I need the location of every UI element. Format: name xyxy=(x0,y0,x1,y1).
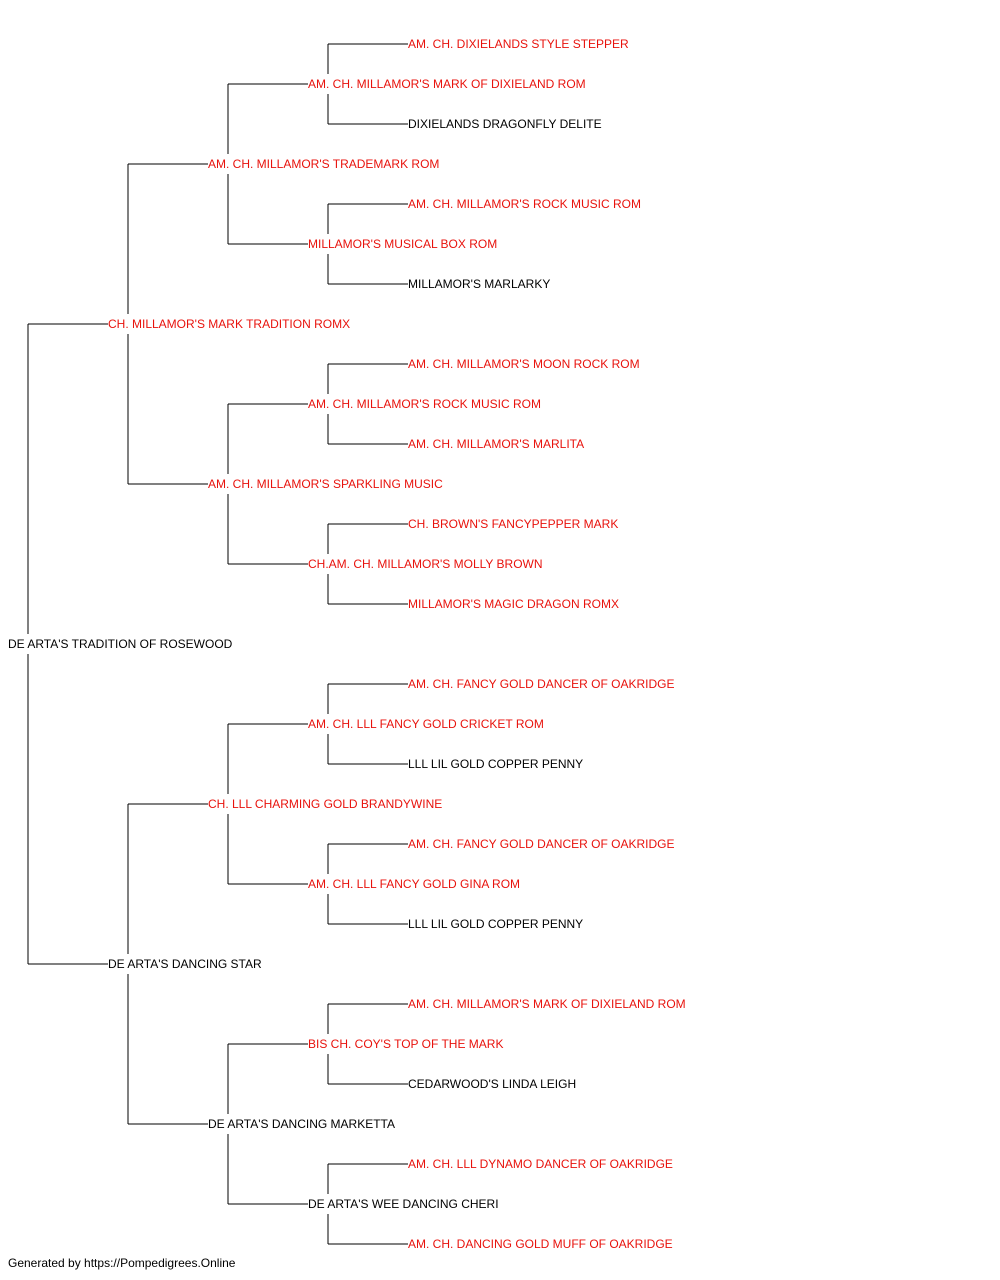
dog-name-pedigree-sire-dam-sire-dam: AM. CH. MILLAMOR'S MARLITA xyxy=(408,437,584,451)
dog-name-pedigree-sire-sire-sire-sire: AM. CH. DIXIELANDS STYLE STEPPER xyxy=(408,37,629,51)
dog-name-pedigree-dam-dam-dam-dam: AM. CH. DANCING GOLD MUFF OF OAKRIDGE xyxy=(408,1237,673,1251)
dog-name-pedigree-dam-dam-dam-sire: AM. CH. LLL DYNAMO DANCER OF OAKRIDGE xyxy=(408,1157,673,1171)
dog-name-pedigree-sire-sire-dam: MILLAMOR'S MUSICAL BOX ROM xyxy=(308,237,497,251)
dog-name-pedigree-dam-sire-dam-dam: LLL LIL GOLD COPPER PENNY xyxy=(408,917,583,931)
dog-name-pedigree-sire-sire: AM. CH. MILLAMOR'S TRADEMARK ROM xyxy=(208,157,439,171)
dog-names: DE ARTA'S TRADITION OF ROSEWOOD CH. MILLA… xyxy=(8,37,686,1251)
dog-name-pedigree-dam-sire: CH. LLL CHARMING GOLD BRANDYWINE xyxy=(208,797,442,811)
dog-name-pedigree-sire-sire-dam-sire: AM. CH. MILLAMOR'S ROCK MUSIC ROM xyxy=(408,197,641,211)
dog-name-pedigree-dam-dam: DE ARTA'S DANCING MARKETTA xyxy=(208,1117,395,1131)
dog-name-pedigree-dam-dam-dam: DE ARTA'S WEE DANCING CHERI xyxy=(308,1197,499,1211)
dog-name-pedigree: DE ARTA'S TRADITION OF ROSEWOOD xyxy=(8,637,233,651)
dog-name-pedigree-sire-sire-sire: AM. CH. MILLAMOR'S MARK OF DIXIELAND ROM xyxy=(308,77,586,91)
dog-name-pedigree-sire-dam: AM. CH. MILLAMOR'S SPARKLING MUSIC xyxy=(208,477,443,491)
connector-lines xyxy=(27,43,408,1245)
dog-name-pedigree-sire: CH. MILLAMOR'S MARK TRADITION ROMX xyxy=(108,317,350,331)
generated-by-credit: Generated by https://Pompedigrees.Online xyxy=(8,1256,236,1270)
dog-name-pedigree-dam-dam-sire: BIS CH. COY'S TOP OF THE MARK xyxy=(308,1037,503,1051)
dog-name-pedigree-sire-dam-sire: AM. CH. MILLAMOR'S ROCK MUSIC ROM xyxy=(308,397,541,411)
dog-name-pedigree-sire-dam-sire-sire: AM. CH. MILLAMOR'S MOON ROCK ROM xyxy=(408,357,640,371)
dog-name-pedigree-dam-sire-dam-sire: AM. CH. FANCY GOLD DANCER OF OAKRIDGE xyxy=(408,837,674,851)
dog-name-pedigree-dam-sire-sire-sire: AM. CH. FANCY GOLD DANCER OF OAKRIDGE xyxy=(408,677,674,691)
dog-name-pedigree-sire-dam-dam: CH.AM. CH. MILLAMOR'S MOLLY BROWN xyxy=(308,557,543,571)
dog-name-pedigree-dam-dam-sire-dam: CEDARWOOD'S LINDA LEIGH xyxy=(408,1077,576,1091)
dog-name-pedigree-sire-dam-dam-sire: CH. BROWN'S FANCYPEPPER MARK xyxy=(408,517,618,531)
dog-name-pedigree-sire-sire-dam-dam: MILLAMOR'S MARLARKY xyxy=(408,277,550,291)
dog-name-pedigree-dam-sire-sire: AM. CH. LLL FANCY GOLD CRICKET ROM xyxy=(308,717,544,731)
dog-name-pedigree-dam-sire-sire-dam: LLL LIL GOLD COPPER PENNY xyxy=(408,757,583,771)
dog-name-pedigree-sire-sire-sire-dam: DIXIELANDS DRAGONFLY DELITE xyxy=(408,117,602,131)
dog-name-pedigree-dam: DE ARTA'S DANCING STAR xyxy=(108,957,262,971)
dog-name-pedigree-sire-dam-dam-dam: MILLAMOR'S MAGIC DRAGON ROMX xyxy=(408,597,619,611)
dog-name-pedigree-dam-dam-sire-sire: AM. CH. MILLAMOR'S MARK OF DIXIELAND ROM xyxy=(408,997,686,1011)
dog-name-pedigree-dam-sire-dam: AM. CH. LLL FANCY GOLD GINA ROM xyxy=(308,877,520,891)
